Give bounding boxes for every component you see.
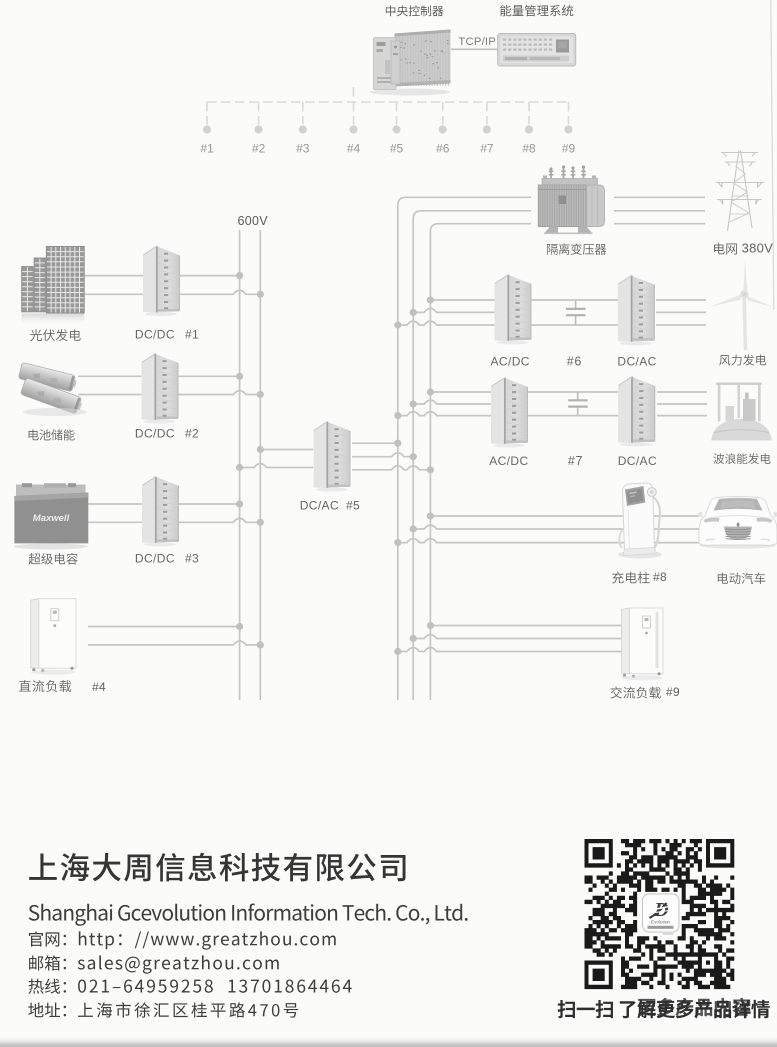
- svg-text:#4: #4: [347, 142, 361, 156]
- svg-text:Evolution: Evolution: [651, 920, 670, 925]
- svg-text:#8: #8: [522, 142, 536, 156]
- svg-text:#9: #9: [666, 685, 680, 699]
- svg-text:TCP/IP: TCP/IP: [458, 36, 496, 48]
- svg-text:#2: #2: [185, 427, 199, 441]
- svg-text:AC/DC: AC/DC: [489, 454, 528, 468]
- svg-text:#1: #1: [200, 142, 214, 156]
- svg-text:DC/AC: DC/AC: [618, 454, 657, 468]
- svg-text:#5: #5: [346, 499, 360, 513]
- svg-text:#4: #4: [92, 680, 106, 694]
- svg-text:#3: #3: [296, 142, 310, 156]
- svg-text:DC/DC: DC/DC: [135, 427, 175, 441]
- svg-text:#8: #8: [653, 570, 667, 584]
- svg-text:AC/DC: AC/DC: [491, 355, 530, 369]
- svg-text:#7: #7: [480, 142, 494, 156]
- svg-text:#2: #2: [252, 142, 266, 156]
- svg-text:#1: #1: [185, 327, 199, 341]
- svg-text:DC/DC: DC/DC: [135, 327, 175, 341]
- svg-text:#7: #7: [568, 454, 583, 468]
- svg-text:600V: 600V: [238, 214, 269, 228]
- svg-text:#6: #6: [436, 142, 450, 156]
- svg-text:#3: #3: [185, 552, 199, 566]
- svg-text:DC/DC: DC/DC: [135, 552, 175, 566]
- svg-text:Maxwell: Maxwell: [33, 513, 70, 524]
- svg-text:#6: #6: [567, 355, 582, 369]
- svg-text:#9: #9: [562, 142, 576, 156]
- svg-text:380V: 380V: [742, 241, 774, 256]
- svg-text:DC/AC: DC/AC: [300, 499, 339, 513]
- svg-text:DC/AC: DC/AC: [617, 355, 656, 369]
- svg-text:#5: #5: [390, 142, 404, 156]
